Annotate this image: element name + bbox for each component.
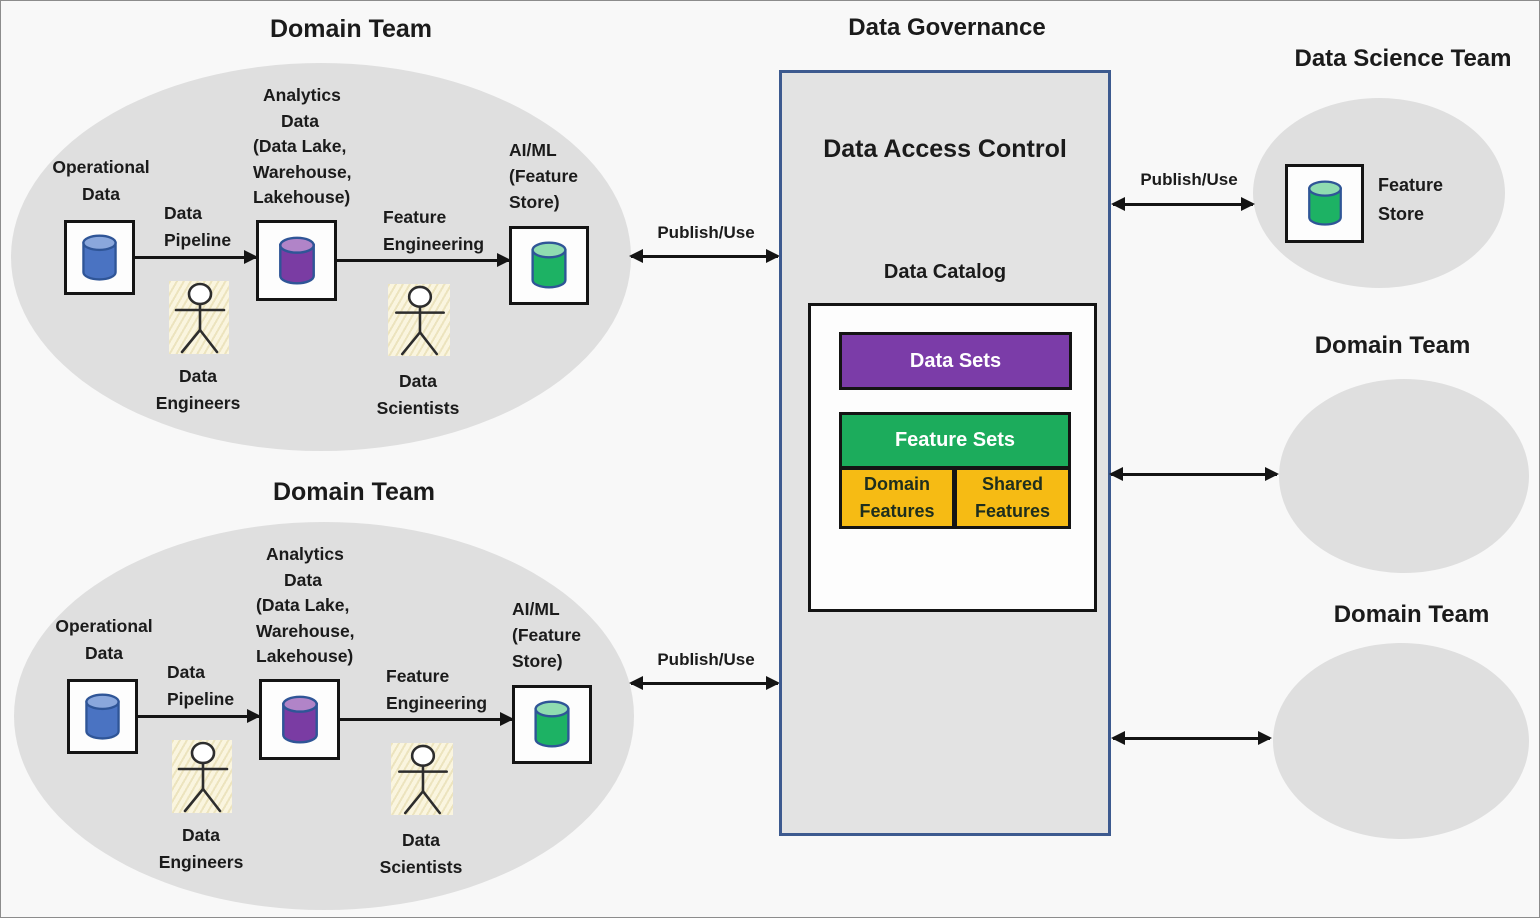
feature-store-box xyxy=(509,226,589,305)
person-stick-figure-icon xyxy=(388,284,450,356)
data-governance-title: Data Governance xyxy=(848,14,1046,41)
domain-team-right-mid-title: Domain Team xyxy=(1314,332,1471,359)
person-stick-figure-icon xyxy=(172,740,232,813)
data-catalog-label: Data Catalog xyxy=(883,261,1007,283)
analytics-data-label: Analytics Data (Data Lake, Warehouse, La… xyxy=(256,544,355,666)
feature-store-box xyxy=(512,685,592,764)
purple-database-icon xyxy=(281,695,318,743)
domain-team-right-mid-ellipse xyxy=(1279,379,1529,573)
data-pipeline-arrow xyxy=(135,250,258,264)
purple-database-icon xyxy=(278,236,315,284)
analytics-data-box xyxy=(256,220,337,301)
person-stick-figure-icon xyxy=(169,281,229,354)
data-sets-box: Data Sets xyxy=(839,332,1072,390)
feature-engineering-arrow xyxy=(340,712,514,726)
blue-database-icon xyxy=(85,693,120,740)
person-stick-figure-icon xyxy=(391,743,453,815)
data-access-control-label: Data Access Control xyxy=(823,135,1067,163)
domain-team-right-bottom-title: Domain Team xyxy=(1333,601,1490,628)
domain-team-right-bottom-ellipse xyxy=(1273,643,1529,839)
domain-team-title: Domain Team xyxy=(272,478,436,506)
feature-engineering-arrow xyxy=(337,253,511,267)
ds-feature-store-box xyxy=(1285,164,1364,243)
connector-arrow xyxy=(1111,731,1272,745)
analytics-data-box xyxy=(259,679,340,760)
publish-use-label: Publish/Use xyxy=(1140,170,1238,189)
publish-use-arrow xyxy=(1111,197,1255,211)
publish-use-arrow xyxy=(629,676,780,690)
publish-use-arrow xyxy=(629,249,780,263)
publish-use-label: Publish/Use xyxy=(657,650,755,669)
operational-data-box xyxy=(67,679,138,754)
feature-sets-label: Feature Sets xyxy=(894,429,1016,451)
green-database-icon xyxy=(1307,180,1342,226)
connector-arrow xyxy=(1109,467,1279,481)
feature-sets-box: Feature Sets xyxy=(839,412,1071,469)
publish-use-label: Publish/Use xyxy=(657,223,755,242)
domain-team-title: Domain Team xyxy=(269,15,433,43)
green-database-icon xyxy=(531,241,567,289)
analytics-data-label: Analytics Data (Data Lake, Warehouse, La… xyxy=(253,85,352,207)
blue-database-icon xyxy=(82,234,117,281)
green-database-icon xyxy=(534,700,570,748)
operational-data-box xyxy=(64,220,135,295)
data-sets-label: Data Sets xyxy=(909,349,1002,372)
data-science-team-title: Data Science Team xyxy=(1294,45,1512,72)
data-pipeline-arrow xyxy=(138,709,261,723)
